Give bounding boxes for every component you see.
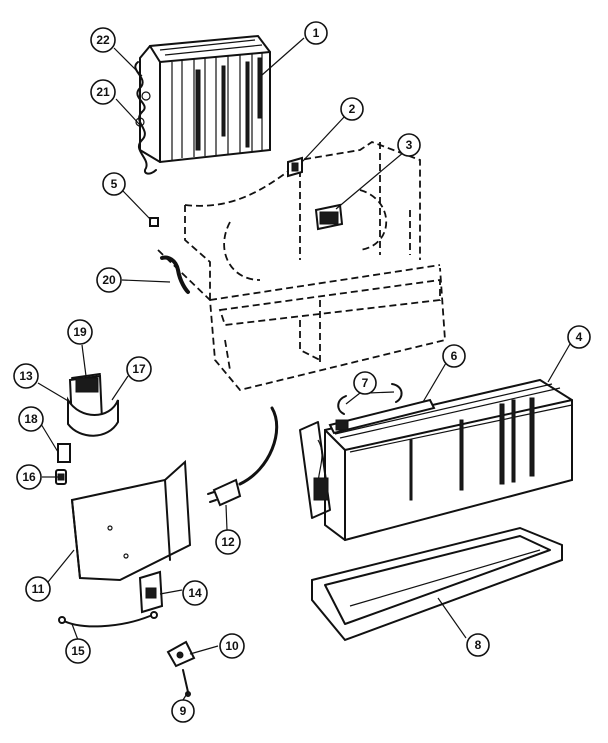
callout-20: 20 [96,267,122,293]
callout-19-label: 19 [73,325,87,339]
callout-15: 15 [65,638,91,664]
callout-4-label: 4 [576,330,583,344]
part-small-bracket[interactable] [287,156,303,178]
callout-8: 8 [466,633,490,657]
callout-2-label: 2 [349,102,356,116]
part-bracket[interactable] [166,640,196,668]
callout-9: 9 [171,699,195,723]
callout-7-label: 7 [362,376,369,390]
callout-22-label: 22 [96,33,110,47]
part-wire-harness[interactable] [58,611,158,628]
callout-11: 11 [25,576,51,602]
part-control-shroud[interactable] [70,459,192,582]
part-clip[interactable] [149,217,159,227]
callout-12: 12 [215,529,241,555]
callout-1: 1 [304,21,328,45]
part-coil-tubing-lower[interactable] [135,91,157,175]
part-screw[interactable] [182,669,191,697]
part-capacitor-bracket[interactable] [67,396,119,437]
part-condenser-coil[interactable] [299,378,573,542]
part-coil-tubing-upper[interactable] [134,61,146,113]
part-drain-tube[interactable] [160,255,190,294]
callout-5-label: 5 [111,177,118,191]
callout-19: 19 [67,319,93,345]
callout-8-label: 8 [475,638,482,652]
callout-5: 5 [102,172,126,196]
part-control-box[interactable] [314,203,344,231]
part-motor-mount[interactable] [138,570,164,614]
callout-4: 4 [567,325,591,349]
callout-21: 21 [90,79,116,105]
callout-17-label: 17 [132,362,146,376]
callout-10-label: 10 [225,639,239,653]
callout-2: 2 [340,97,364,121]
part-relay[interactable] [57,443,71,463]
part-fitting[interactable] [55,469,67,485]
callout-12-label: 12 [221,535,235,549]
callout-3-label: 3 [406,138,413,152]
callout-6-label: 6 [451,349,458,363]
callout-22: 22 [90,27,116,53]
callout-14-label: 14 [188,586,202,600]
callout-18-label: 18 [24,412,38,426]
callout-21-label: 21 [96,85,110,99]
callout-3: 3 [397,133,421,157]
callout-9-label: 9 [180,704,187,718]
callout-13: 13 [13,363,39,389]
callout-16: 16 [16,464,42,490]
part-power-cord[interactable] [207,406,279,507]
part-spring-clips[interactable] [337,383,403,415]
callout-16-label: 16 [22,470,36,484]
callout-18: 18 [18,406,44,432]
part-coil-gasket[interactable] [328,398,436,435]
callout-7: 7 [353,371,377,395]
callout-6: 6 [442,344,466,368]
callout-13-label: 13 [19,369,33,383]
part-evaporator-coil[interactable] [139,34,271,164]
callout-15-label: 15 [71,644,85,658]
callout-17: 17 [126,356,152,382]
callout-14: 14 [182,580,208,606]
part-base-pan[interactable] [311,526,563,642]
callout-10: 10 [219,633,245,659]
leader-lines [37,37,571,701]
callout-20-label: 20 [102,273,116,287]
chassis-base-dashed [157,140,446,392]
callout-11-label: 11 [32,582,45,596]
callout-1-label: 1 [313,26,320,40]
